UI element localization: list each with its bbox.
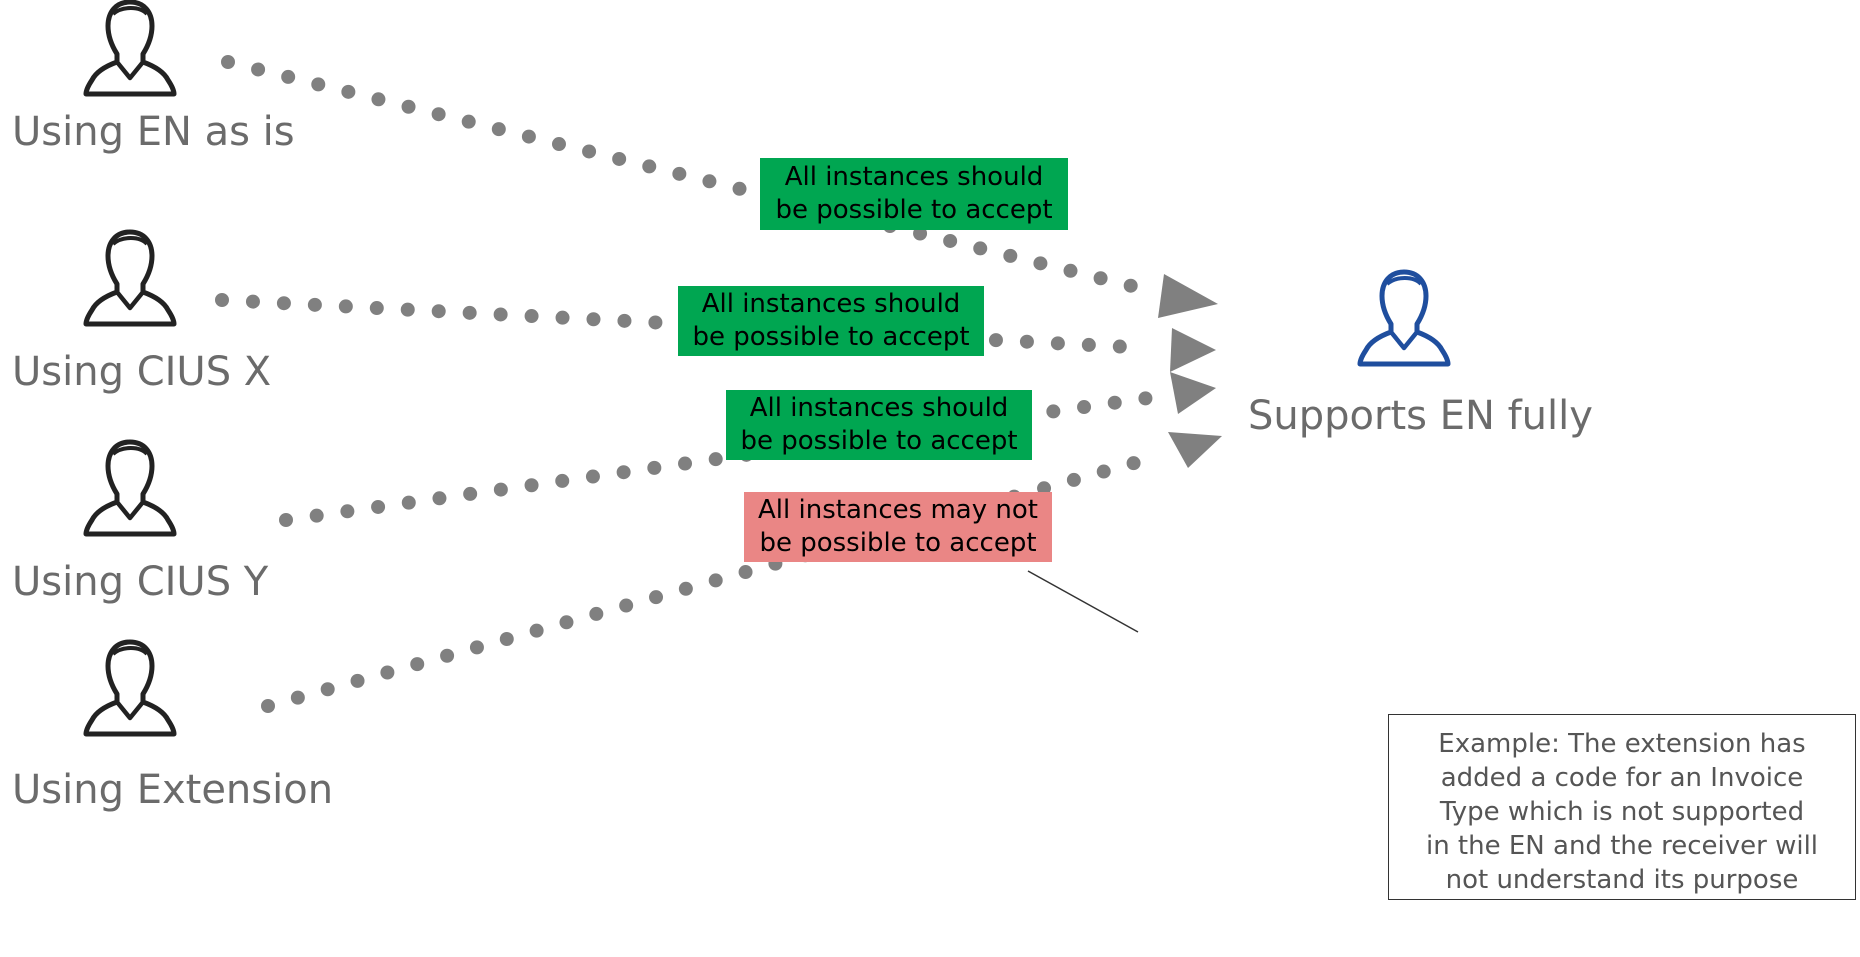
flow-note-line: be possible to accept — [692, 322, 970, 352]
example-line: Example: The extension has — [1438, 729, 1806, 759]
flow-note-line: All instances may not — [758, 495, 1038, 525]
sender-label-cius-x: Using CIUS X — [12, 349, 272, 395]
sender-label-cius-y: Using CIUS Y — [12, 559, 269, 605]
flow-arrow-extension — [261, 432, 1222, 713]
flow-arrow-en-as-is — [221, 55, 1218, 318]
flow-note-line: be possible to accept — [759, 528, 1037, 558]
flow-note-extension: All instances may not be possible to acc… — [744, 492, 1052, 562]
flow-note-line: All instances should — [749, 393, 1009, 423]
flow-note-cius-y: All instances should be possible to acce… — [726, 390, 1032, 460]
person-outline-icon — [1360, 272, 1448, 364]
person-outline-icon — [86, 2, 174, 94]
person-outline-icon — [86, 642, 174, 734]
flow-arrow-cius-y — [279, 372, 1216, 527]
example-callout: Example: The extension has added a code … — [1388, 714, 1856, 900]
flow-note-cius-x: All instances should be possible to acce… — [678, 286, 984, 356]
example-line: in the EN and the receiver will — [1425, 831, 1819, 861]
example-line: not understand its purpose — [1445, 865, 1799, 895]
person-outline-icon — [86, 232, 174, 324]
flow-note-line: All instances should — [784, 162, 1044, 192]
callout-connector — [1027, 570, 1139, 633]
flow-note-en-as-is: All instances should be possible to acce… — [760, 158, 1068, 230]
person-outline-icon — [86, 442, 174, 534]
receiver-label: Supports EN fully — [1248, 393, 1593, 439]
flow-note-line: All instances should — [701, 289, 961, 319]
example-line: Type which is not supported — [1439, 797, 1805, 827]
example-line: added a code for an Invoice — [1440, 763, 1804, 793]
flow-note-line: be possible to accept — [740, 426, 1018, 456]
sender-label-extension: Using Extension — [12, 767, 334, 813]
sender-label-en-as-is: Using EN as is — [12, 109, 295, 155]
flow-note-line: be possible to accept — [775, 195, 1053, 225]
